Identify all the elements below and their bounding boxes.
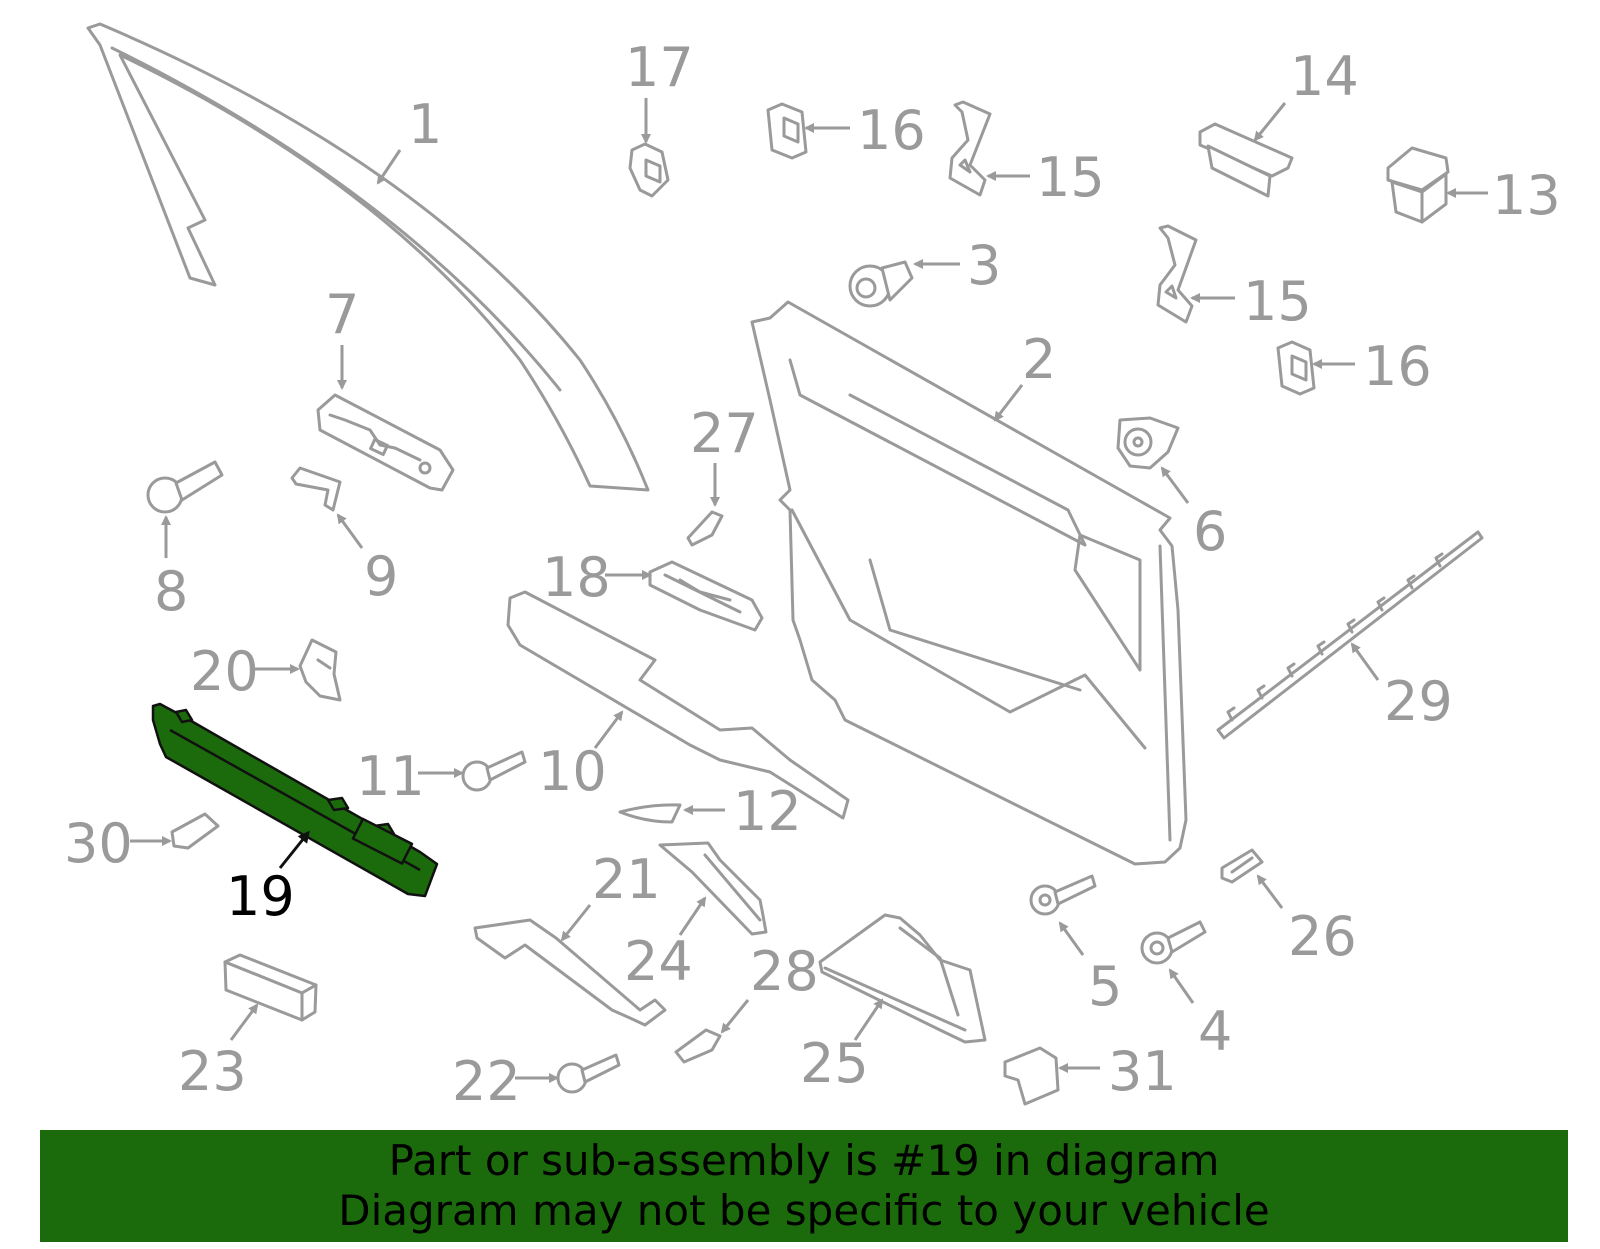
callout-8: 8 xyxy=(154,560,188,623)
callout-4: 4 xyxy=(1198,1000,1232,1063)
part-14-cover[interactable] xyxy=(1198,122,1294,198)
callout-16b: 16 xyxy=(1363,335,1432,398)
callout-23: 23 xyxy=(178,1040,247,1103)
callout-3: 3 xyxy=(967,234,1001,297)
callout-24: 24 xyxy=(624,930,693,993)
banner-line-disclaimer: Diagram may not be specific to your vehi… xyxy=(338,1186,1270,1235)
leader-26 xyxy=(1256,874,1284,909)
leader-9 xyxy=(336,513,364,549)
part-5-screw[interactable] xyxy=(1029,874,1097,916)
part-4-screw[interactable] xyxy=(1140,920,1207,965)
part-10-armrest-trim[interactable] xyxy=(506,590,850,820)
part-26-insert[interactable] xyxy=(1220,848,1264,884)
part-17-clip[interactable] xyxy=(628,142,670,198)
callout-21: 21 xyxy=(592,848,661,911)
leader-23 xyxy=(229,1003,259,1041)
part-16-clip-upper[interactable] xyxy=(766,102,808,160)
part-27-insert[interactable] xyxy=(686,510,724,547)
part-25-map-pocket[interactable] xyxy=(818,913,987,1044)
callout-28: 28 xyxy=(750,940,819,1003)
leader-14 xyxy=(1253,102,1287,142)
callout-20: 20 xyxy=(190,640,259,703)
part-30-insert[interactable] xyxy=(170,812,220,850)
part-15-bracket-upper[interactable] xyxy=(948,100,992,197)
part-8-bolt[interactable] xyxy=(146,460,224,514)
callout-27: 27 xyxy=(690,402,759,465)
callout-16a: 16 xyxy=(857,99,926,162)
part-16-clip-lower[interactable] xyxy=(1276,340,1316,396)
callout-11: 11 xyxy=(356,745,425,808)
callout-22: 22 xyxy=(452,1050,521,1113)
callout-26: 26 xyxy=(1288,905,1357,968)
leader-25 xyxy=(853,998,884,1041)
part-23-block[interactable] xyxy=(223,953,318,1022)
callout-5: 5 xyxy=(1088,955,1122,1018)
leader-10 xyxy=(593,710,624,749)
callout-29: 29 xyxy=(1384,670,1453,733)
callout-14: 14 xyxy=(1290,45,1359,108)
leader-1 xyxy=(376,149,402,185)
callout-10: 10 xyxy=(538,740,607,803)
part-12-trim-strip[interactable] xyxy=(618,803,682,824)
callout-15a: 15 xyxy=(1036,146,1105,209)
callout-19: 19 xyxy=(226,865,295,928)
callout-25: 25 xyxy=(800,1032,869,1095)
leader-24 xyxy=(678,896,707,936)
leader-6 xyxy=(1160,466,1190,504)
callout-7: 7 xyxy=(325,283,359,346)
callout-31: 31 xyxy=(1108,1040,1177,1103)
part-6-speaker-grommet[interactable] xyxy=(1116,416,1180,470)
part-18-switch-bezel[interactable] xyxy=(648,560,764,632)
part-9-clip[interactable] xyxy=(290,466,342,512)
leader-2 xyxy=(993,384,1024,422)
leader-19 xyxy=(278,830,310,869)
leader-29 xyxy=(1350,642,1380,681)
part-31-clip[interactable] xyxy=(1003,1046,1060,1106)
callout-6: 6 xyxy=(1193,500,1227,563)
leader-28 xyxy=(720,999,750,1034)
part-24-trim-piece[interactable] xyxy=(658,841,768,936)
part-29-seal-strip[interactable] xyxy=(1216,530,1484,740)
callout-12: 12 xyxy=(733,780,802,843)
part-11-screw[interactable] xyxy=(461,750,527,792)
callout-15b: 15 xyxy=(1243,270,1312,333)
part-19-trim-molding-highlighted[interactable] xyxy=(151,702,439,898)
callout-2: 2 xyxy=(1022,328,1056,391)
part-7-bracket[interactable] xyxy=(316,393,455,492)
part-15-bracket-lower[interactable] xyxy=(1156,224,1198,324)
part-2-door-trim-panel[interactable] xyxy=(750,300,1188,866)
callout-30: 30 xyxy=(64,812,133,875)
part-13-plug[interactable] xyxy=(1386,146,1450,224)
leader-21 xyxy=(560,904,592,942)
callout-13: 13 xyxy=(1492,164,1561,227)
part-21-support-bracket[interactable] xyxy=(473,918,667,1027)
part-20-clip[interactable] xyxy=(298,638,342,702)
leader-4 xyxy=(1168,968,1195,1004)
part-28-insert[interactable] xyxy=(674,1028,722,1064)
callout-1: 1 xyxy=(408,93,442,156)
info-banner: Part or sub-assembly is #19 in diagram D… xyxy=(40,1130,1568,1242)
banner-line-part-number: Part or sub-assembly is #19 in diagram xyxy=(388,1136,1220,1185)
part-1-window-frame-molding[interactable] xyxy=(86,22,650,492)
part-3-grommet[interactable] xyxy=(848,260,914,308)
callout-17: 17 xyxy=(625,36,694,99)
leader-5 xyxy=(1058,921,1085,956)
part-22-screw[interactable] xyxy=(556,1053,621,1094)
callout-18: 18 xyxy=(542,546,611,609)
callout-9: 9 xyxy=(364,545,398,608)
